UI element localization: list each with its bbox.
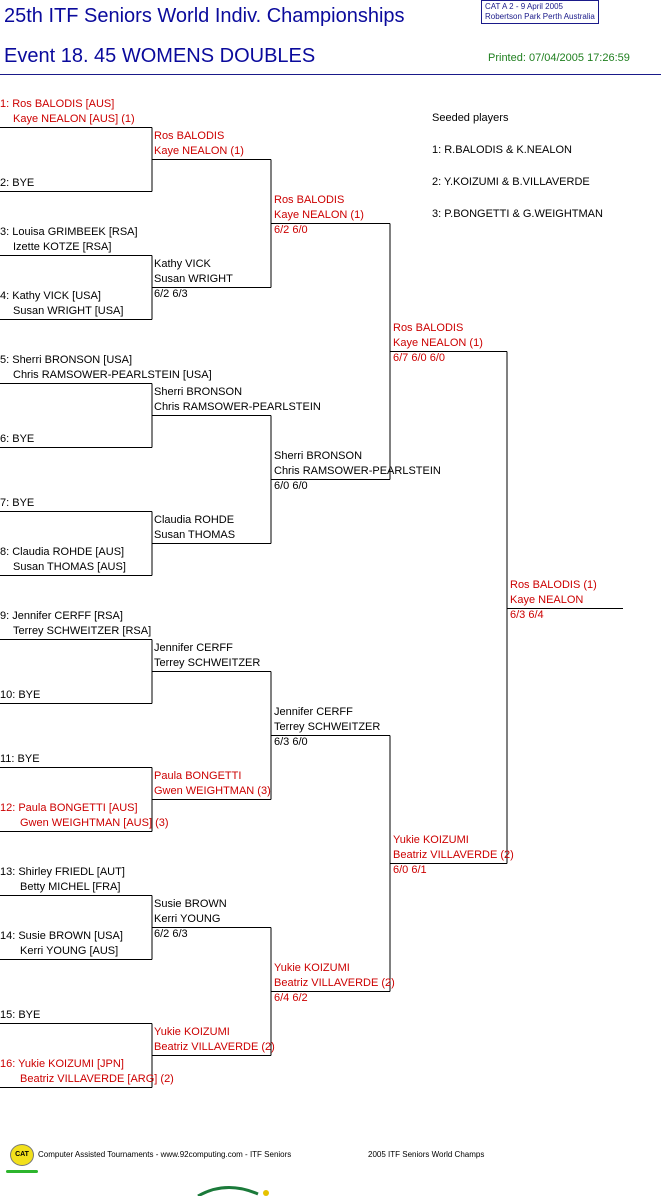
seed-3: 3: P.BONGETTI & G.WEIGHTMAN xyxy=(432,208,603,220)
r2-entry-4-player2: Susan THOMAS xyxy=(154,528,236,541)
r1-entry-13-player1: 13: Shirley FRIEDL [AUT] xyxy=(0,865,125,878)
r2-entry-5-player1: Jennifer CERFF xyxy=(154,641,233,654)
r1-entry-5-player2: Chris RAMSOWER-PEARLSTEIN [USA] xyxy=(13,368,212,381)
r1-entry-5-player1: 5: Sherri BRONSON [USA] xyxy=(0,353,133,366)
category-line: CAT A 2 - 9 April 2005 xyxy=(485,2,563,11)
champion-score: 6/3 6/4 xyxy=(510,608,544,621)
r1-entry-4-player2: Susan WRIGHT [USA] xyxy=(13,304,124,317)
r3-entry-2-player1: Sherri BRONSON xyxy=(274,449,363,462)
r2-entry-1-player1: Ros BALODIS xyxy=(154,129,225,142)
footer-event: 2005 ITF Seniors World Champs xyxy=(368,1150,485,1159)
r1-entry-9-player2: Terrey SCHWEITZER [RSA] xyxy=(13,624,152,637)
r2-entry-7-player1: Susie BROWN xyxy=(154,897,227,910)
r2-entry-7-player2: Kerri YOUNG xyxy=(154,912,221,925)
r1-entry-7-player2: 7: BYE xyxy=(0,496,35,509)
cat-logo-icon: CAT xyxy=(10,1144,34,1166)
r4-entry-1-score: 6/7 6/0 6/0 xyxy=(393,351,445,364)
seed-1: 1: R.BALODIS & K.NEALON xyxy=(432,144,572,156)
r1-entry-8-player1: 8: Claudia ROHDE [AUS] xyxy=(0,545,125,558)
r3-entry-2-score: 6/0 6/0 xyxy=(274,479,308,492)
event-title: Event 18. 45 WOMENS DOUBLES xyxy=(4,45,316,67)
r1-entry-4-player1: 4: Kathy VICK [USA] xyxy=(0,289,101,302)
r3-entry-4-score: 6/4 6/2 xyxy=(274,991,308,1004)
r3-entry-3-score: 6/3 6/0 xyxy=(274,735,308,748)
r4-entry-2-player1: Yukie KOIZUMI xyxy=(393,833,469,846)
venue-line: Robertson Park Perth Australia xyxy=(485,12,595,21)
r2-entry-6-player2: Gwen WEIGHTMAN (3) xyxy=(154,784,271,797)
r4-entry-1-player1: Ros BALODIS xyxy=(393,321,464,334)
tournament-title: 25th ITF Seniors World Indiv. Championsh… xyxy=(4,5,405,27)
r2-entry-3-player1: Sherri BRONSON xyxy=(154,385,243,398)
r1-entry-3-player2: Izette KOTZE [RSA] xyxy=(13,240,112,253)
r3-entry-1-player1: Ros BALODIS xyxy=(274,193,345,206)
champion-player1: Ros BALODIS (1) xyxy=(510,578,597,591)
r2-entry-2-player1: Kathy VICK xyxy=(154,257,211,270)
r2-entry-5-player2: Terrey SCHWEITZER xyxy=(154,656,261,669)
footer-credit: Computer Assisted Tournaments - www.92co… xyxy=(38,1150,292,1159)
header-divider xyxy=(0,74,661,75)
r3-entry-4-player2: Beatriz VILLAVERDE (2) xyxy=(274,976,395,989)
r1-entry-10-player2: 10: BYE xyxy=(0,688,41,701)
r3-entry-3-player2: Terrey SCHWEITZER xyxy=(274,720,381,733)
r2-entry-8-player2: Beatriz VILLAVERDE (2) xyxy=(154,1040,275,1053)
r1-entry-15-player2: 15: BYE xyxy=(0,1008,41,1021)
r1-entry-14-player1: 14: Susie BROWN [USA] xyxy=(0,929,123,942)
r1-entry-6-player2: 6: BYE xyxy=(0,432,35,445)
r4-entry-2-player2: Beatriz VILLAVERDE (2) xyxy=(393,848,514,861)
r1-entry-9-player1: 9: Jennifer CERFF [RSA] xyxy=(0,609,123,622)
r1-entry-1-player1: 1: Ros BALODIS [AUS] xyxy=(0,97,115,110)
r1-entry-12-player2: Gwen WEIGHTMAN [AUS] (3) xyxy=(20,816,169,829)
r4-entry-2-score: 6/0 6/1 xyxy=(393,863,427,876)
r2-entry-1-player2: Kaye NEALON (1) xyxy=(154,144,244,157)
r1-entry-8-player2: Susan THOMAS [AUS] xyxy=(13,560,126,573)
r3-entry-3-player1: Jennifer CERFF xyxy=(274,705,353,718)
r2-entry-3-player2: Chris RAMSOWER-PEARLSTEIN xyxy=(154,400,321,413)
r2-entry-2-player2: Susan WRIGHT xyxy=(154,272,233,285)
r1-entry-13-player2: Betty MICHEL [FRA] xyxy=(20,880,121,893)
r1-entry-16-player1: 16: Yukie KOIZUMI [JPN] xyxy=(0,1057,124,1070)
r2-entry-6-player1: Paula BONGETTI xyxy=(154,769,242,782)
r1-entry-11-player2: 11: BYE xyxy=(0,752,40,765)
logo-underline xyxy=(6,1170,38,1173)
r4-entry-1-player2: Kaye NEALON (1) xyxy=(393,336,483,349)
r2-entry-7-score: 6/2 6/3 xyxy=(154,927,188,940)
r1-entry-12-player1: 12: Paula BONGETTI [AUS] xyxy=(0,801,138,814)
champion-player2: Kaye NEALON xyxy=(510,593,584,606)
seeded-heading: Seeded players xyxy=(432,112,509,124)
r1-entry-16-player2: Beatriz VILLAVERDE [ARG] (2) xyxy=(20,1072,174,1085)
r1-entry-3-player1: 3: Louisa GRIMBEEK [RSA] xyxy=(0,225,138,238)
r3-entry-1-score: 6/2 6/0 xyxy=(274,223,308,236)
r1-entry-1-player2: Kaye NEALON [AUS] (1) xyxy=(13,112,135,125)
printed-timestamp: Printed: 07/04/2005 17:26:59 xyxy=(488,52,630,64)
r2-entry-8-player1: Yukie KOIZUMI xyxy=(154,1025,230,1038)
r3-entry-4-player1: Yukie KOIZUMI xyxy=(274,961,350,974)
category-box: CAT A 2 - 9 April 2005 Robertson Park Pe… xyxy=(481,0,599,24)
r2-entry-4-player1: Claudia ROHDE xyxy=(154,513,235,526)
r3-entry-1-player2: Kaye NEALON (1) xyxy=(274,208,364,221)
r3-entry-2-player2: Chris RAMSOWER-PEARLSTEIN xyxy=(274,464,441,477)
bottom-swoosh-icon xyxy=(197,1185,269,1196)
r2-entry-2-score: 6/2 6/3 xyxy=(154,287,188,300)
r1-entry-14-player2: Kerri YOUNG [AUS] xyxy=(20,944,119,957)
seed-2: 2: Y.KOIZUMI & B.VILLAVERDE xyxy=(432,176,590,188)
r1-entry-2-player2: 2: BYE xyxy=(0,176,35,189)
